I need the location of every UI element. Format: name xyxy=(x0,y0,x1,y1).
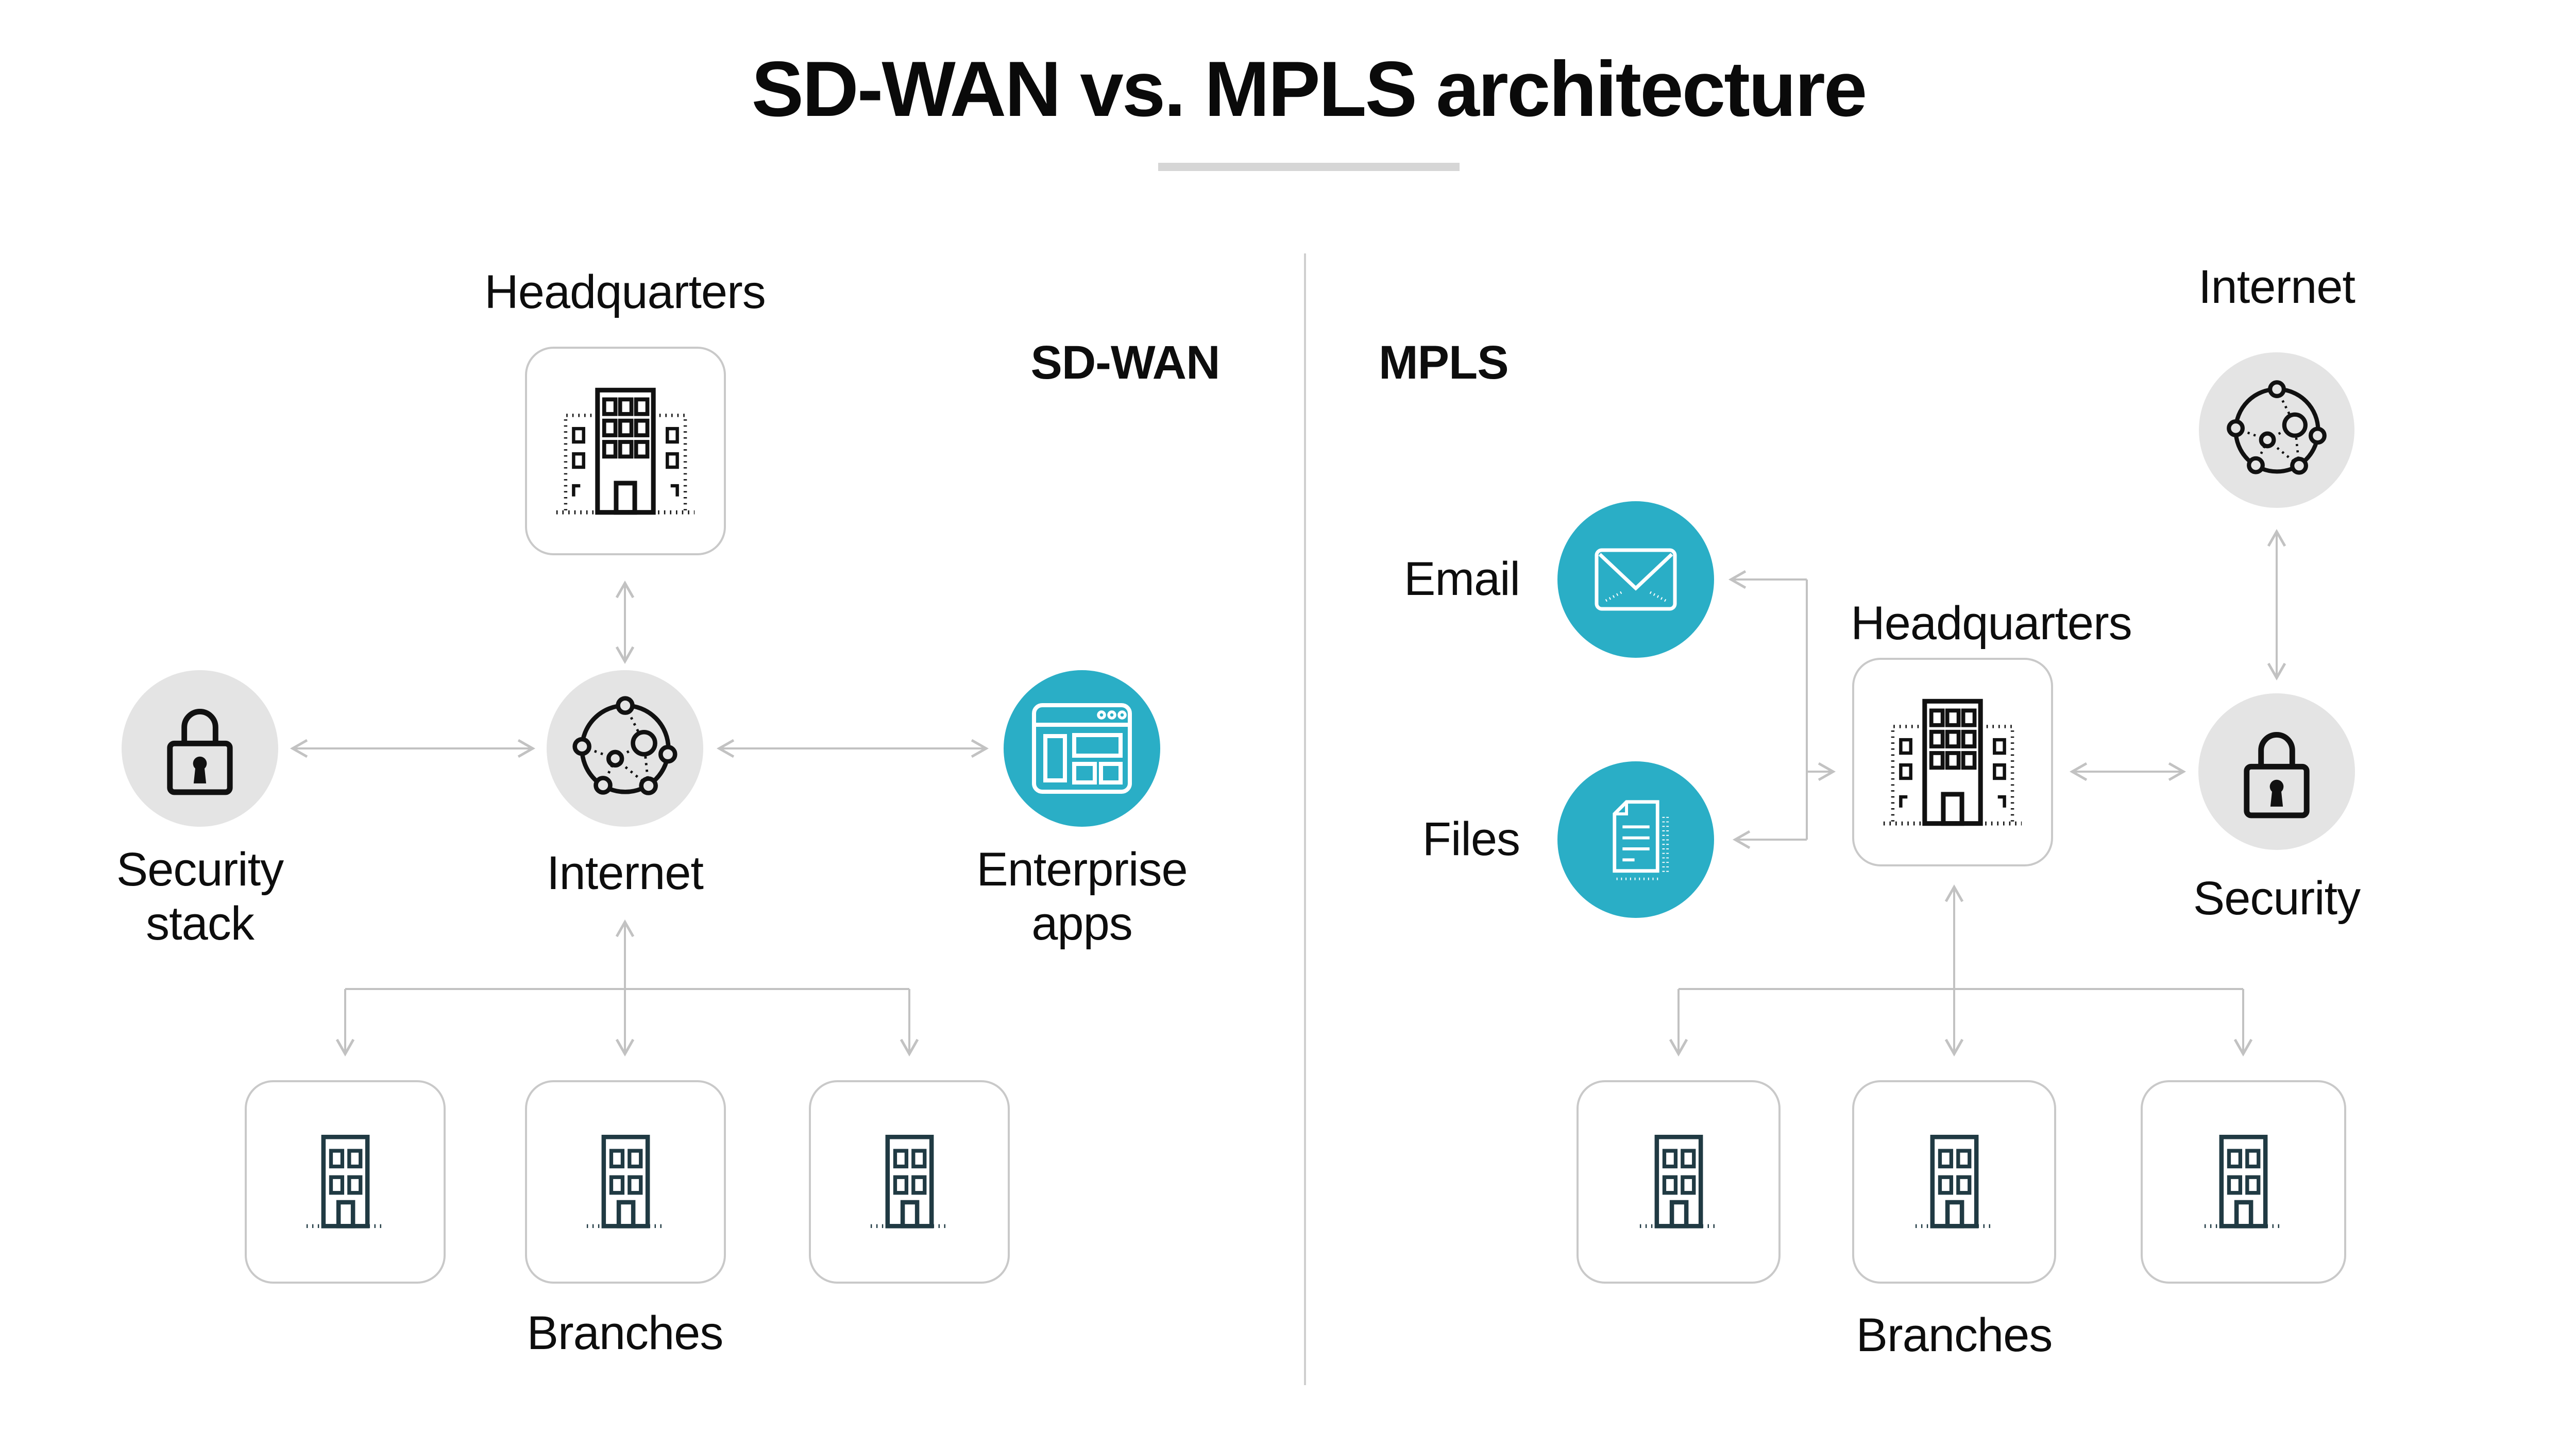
lock-icon xyxy=(167,709,233,795)
branch-building-icon xyxy=(1639,1134,1718,1229)
mpls-branches-label: Branches xyxy=(1856,1309,2053,1361)
sdwan-branch-box-1 xyxy=(245,1080,446,1284)
sdwan-enterprise-apps-circle xyxy=(1004,670,1160,827)
files-document-icon xyxy=(1612,799,1669,880)
sdwan-security-stack-circle xyxy=(122,670,278,827)
email-envelope-icon xyxy=(1595,548,1677,611)
mpls-security-circle xyxy=(2198,693,2355,850)
branch-building-icon xyxy=(1915,1134,1993,1229)
mpls-email-circle xyxy=(1557,501,1714,658)
branch-building-icon xyxy=(586,1134,665,1229)
branch-building-icon xyxy=(870,1134,948,1229)
lock-icon xyxy=(2244,732,2310,819)
sdwan-branch-box-3 xyxy=(809,1080,1010,1284)
mpls-hq-box xyxy=(1852,658,2053,866)
sdwan-enterprise-apps-label: Enterprise apps xyxy=(976,843,1188,950)
sdwan-headquarters-label: Headquarters xyxy=(484,266,766,318)
sdwan-branch-box-2 xyxy=(525,1080,726,1284)
mpls-security-label: Security xyxy=(2193,872,2361,925)
internet-network-icon xyxy=(572,695,677,795)
mpls-email-label: Email xyxy=(1403,553,1520,605)
mpls-branch-box-2 xyxy=(1852,1080,2056,1284)
title-underline-bar xyxy=(1158,163,1460,171)
mpls-branch-box-1 xyxy=(1577,1080,1781,1284)
branch-building-icon xyxy=(306,1134,384,1229)
mpls-files-circle xyxy=(1557,761,1714,918)
headquarters-building-icon xyxy=(1883,698,2022,826)
sdwan-internet-circle xyxy=(547,670,703,827)
sdwan-branches-label: Branches xyxy=(527,1307,724,1359)
sdwan-section-label: SD-WAN xyxy=(1030,336,1220,389)
internet-network-icon xyxy=(2226,380,2327,475)
mpls-internet-label: Internet xyxy=(2198,261,2355,313)
section-divider xyxy=(1304,253,1306,1385)
mpls-branch-box-3 xyxy=(2141,1080,2346,1284)
mpls-section-label: MPLS xyxy=(1379,336,1509,389)
browser-apps-icon xyxy=(1032,703,1132,794)
page-title: SD-WAN vs. MPLS architecture xyxy=(751,45,1868,133)
sdwan-hq-box xyxy=(525,347,726,555)
mpls-internet-circle xyxy=(2199,352,2354,508)
mpls-files-label: Files xyxy=(1422,813,1520,865)
sdwan-internet-label: Internet xyxy=(547,847,704,899)
branch-building-icon xyxy=(2204,1134,2283,1229)
headquarters-building-icon xyxy=(556,387,695,515)
mpls-headquarters-label: Headquarters xyxy=(1851,597,2132,650)
sdwan-security-stack-label: Security stack xyxy=(116,843,284,950)
